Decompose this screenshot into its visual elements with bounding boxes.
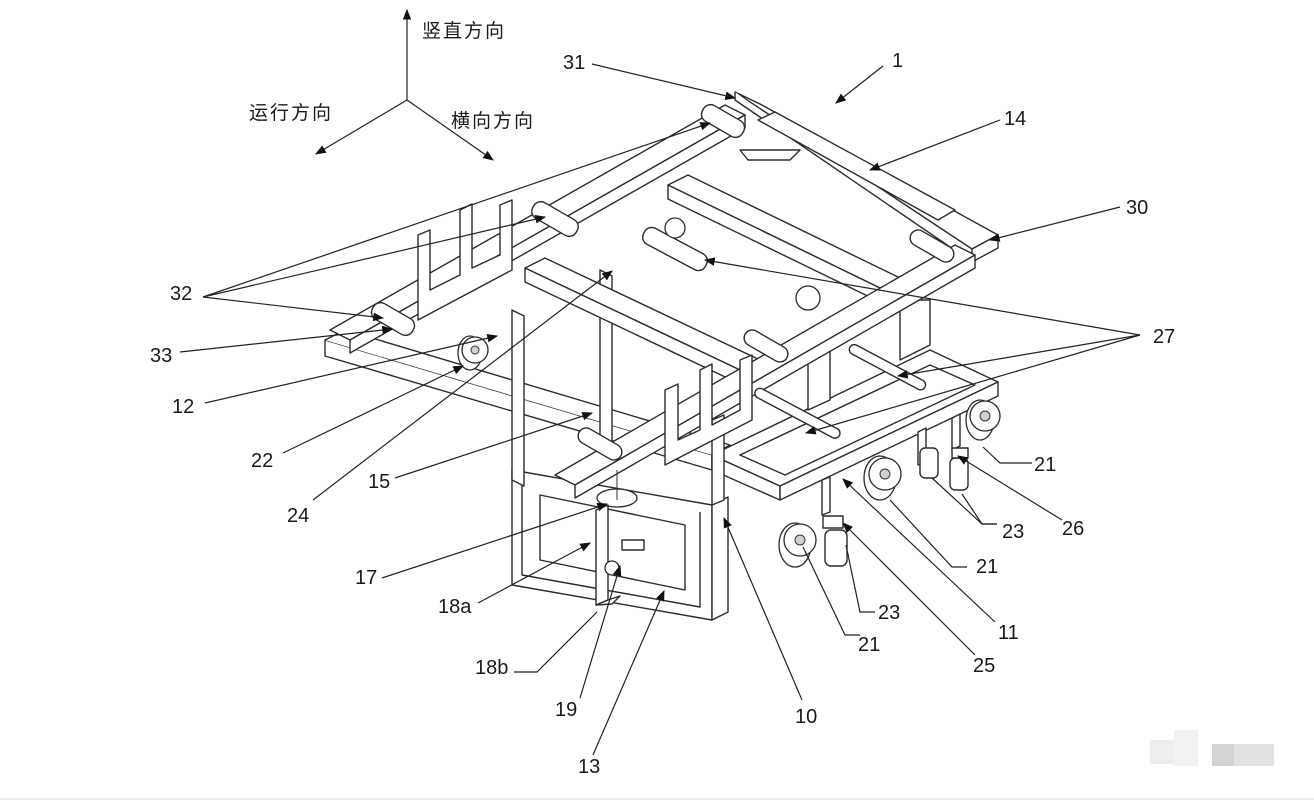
- vertical-direction-label: 竖直方向: [422, 20, 507, 42]
- part-label-15: 15: [368, 471, 391, 493]
- axis-indicator: [315, 8, 494, 161]
- part-label-23-front: 23: [878, 602, 901, 624]
- running-direction-label: 运行方向: [249, 102, 334, 124]
- part-label-13: 13: [578, 756, 601, 778]
- part-label-18a: 18a: [438, 596, 472, 618]
- part-label-26: 26: [1062, 518, 1085, 540]
- part-label-31: 31: [563, 52, 586, 74]
- wheel-front-left: [778, 522, 817, 568]
- part-label-24: 24: [287, 505, 310, 527]
- part-label-10: 10: [795, 706, 818, 728]
- running-axis-arrow: [315, 99, 408, 155]
- transverse-direction-label: 横向方向: [451, 110, 536, 132]
- part-label-21-rear: 21: [1034, 454, 1057, 476]
- part-label-32: 32: [170, 283, 193, 305]
- part-label-12: 12: [172, 396, 195, 418]
- part-label-19: 19: [555, 699, 578, 721]
- part-label-22: 22: [251, 450, 274, 472]
- leader-lines: [179, 63, 1141, 756]
- wheel-22: [457, 335, 489, 371]
- wheel-inner: [664, 217, 821, 311]
- part-label-23-rear: 23: [1002, 521, 1025, 543]
- bottom-divider: [0, 798, 1314, 800]
- handwheel-latch: [595, 470, 645, 606]
- carrier-beams: [329, 104, 976, 499]
- wheels: [457, 217, 1001, 568]
- wheel-mid: [863, 455, 902, 501]
- transverse-axis-arrow: [406, 99, 494, 161]
- part-label-33: 33: [150, 345, 173, 367]
- guide-brackets: [370, 103, 955, 461]
- part-label-25: 25: [973, 655, 996, 677]
- blurred-watermark: [1150, 730, 1274, 766]
- part-label-27: 27: [1153, 326, 1176, 348]
- part-label-17: 17: [355, 567, 378, 589]
- part-label-14: 14: [1004, 108, 1027, 130]
- part-label-11: 11: [998, 622, 1019, 644]
- part-label-30: 30: [1126, 197, 1149, 219]
- part-label-21-front: 21: [858, 634, 881, 656]
- part-label-21-mid: 21: [976, 556, 999, 578]
- wheel-rear-right: [965, 399, 1001, 441]
- part-label-1: 1: [892, 50, 904, 72]
- part-label-18b: 18b: [475, 657, 509, 679]
